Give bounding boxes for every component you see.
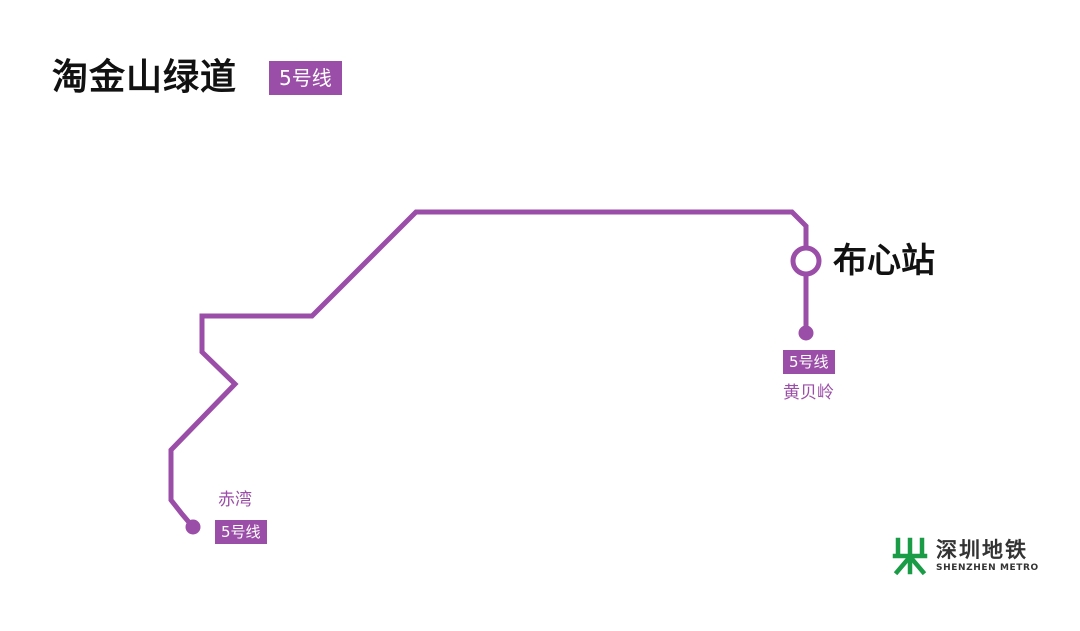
- station-name: 布心站: [833, 241, 935, 281]
- logo-text: 深圳地铁 SHENZHEN METRO: [936, 538, 1039, 574]
- terminal-line-badge-chiwan: 5号线: [215, 520, 267, 544]
- terminal-line-badge-huangbeiling: 5号线: [783, 350, 835, 374]
- shenzhen-metro-logo: 深圳地铁 SHENZHEN METRO: [892, 537, 1039, 575]
- terminal-label-huangbeiling: 黄贝岭: [783, 383, 834, 403]
- line-badge: 5号线: [269, 61, 342, 95]
- line-5-route-path: [168, 209, 809, 530]
- station-marker-buxin[interactable]: [790, 245, 822, 277]
- shenzhen-metro-logo-icon: [892, 537, 928, 575]
- page-title: 淘金山绿道: [52, 57, 238, 98]
- terminal-label-chiwan: 赤湾: [218, 490, 252, 510]
- terminal-dot-huangbeiling: [798, 325, 814, 341]
- logo-chinese-name: 深圳地铁: [936, 538, 1028, 562]
- terminal-dot-chiwan: [185, 519, 201, 535]
- logo-english-name: SHENZHEN METRO: [936, 563, 1039, 573]
- header: 淘金山绿道 5号线: [52, 52, 342, 104]
